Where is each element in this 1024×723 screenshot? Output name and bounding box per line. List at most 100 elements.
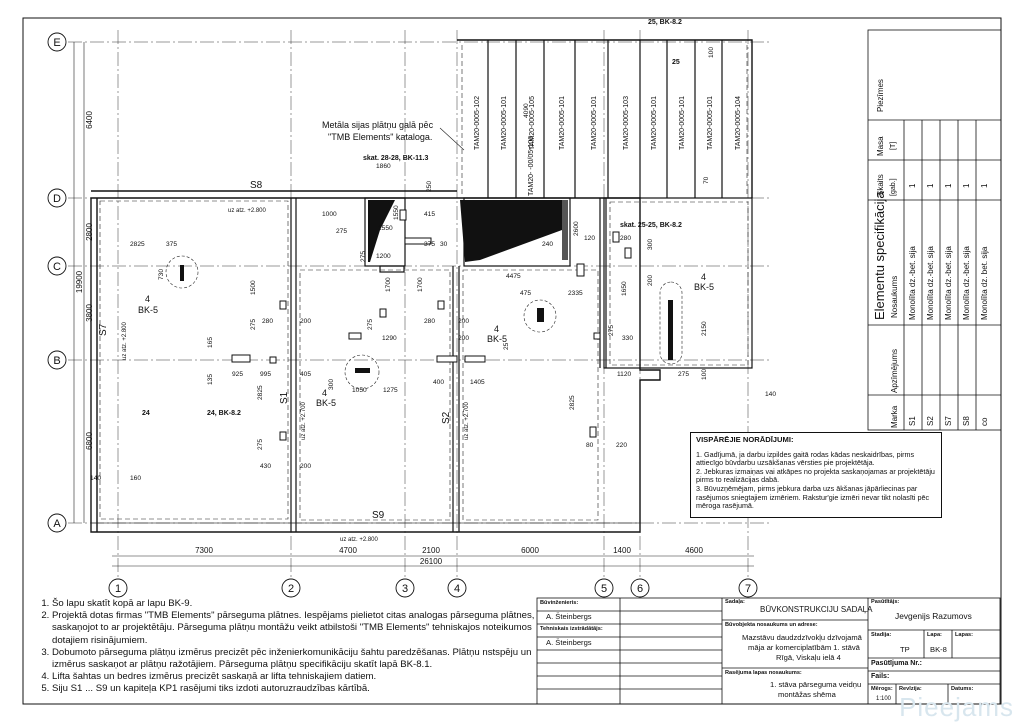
fails-label: Fails: — [871, 673, 890, 680]
beam-code: TAM20-0005-103 — [623, 96, 630, 150]
note-item: Dobumoto pārseguma plātņu izmērus preciz… — [52, 647, 536, 671]
dim-label: 160 — [130, 475, 141, 482]
objekts-line: Rīgā, Viskaļu ielā 4 — [776, 653, 841, 662]
callout-num: 4 — [701, 272, 706, 282]
buvinz-label: Būvinženieris: — [540, 600, 579, 606]
bottom-dimensions: 7300 4700 2100 6000 1400 4600 26100 — [112, 546, 754, 567]
lapa-label: Lapa: — [927, 632, 942, 638]
grid-number: 5 — [601, 583, 607, 595]
callout-sheet: BK-5 — [138, 305, 158, 315]
spec-row-marka: S7 — [944, 416, 953, 426]
level-mark: uz atz. +2.800 — [122, 321, 128, 360]
dim-label: 280 — [620, 235, 631, 242]
dim-label: 1400 — [613, 546, 631, 555]
revizija-label: Revīzija: — [899, 686, 922, 692]
total-height-label: 19900 — [75, 270, 84, 293]
dim-label: 1700 — [417, 277, 424, 292]
slab-label: S8 — [250, 180, 263, 191]
dim-label: 200 — [300, 318, 311, 325]
buvinz-name: A. Šteinbergs — [546, 612, 592, 621]
grid-letter: B — [53, 355, 60, 367]
sadala: BŪVKONSTRUKCIJU SADAĻA — [760, 605, 873, 614]
dim-label: 1550 — [378, 225, 393, 232]
callout-sheet: BK-5 — [487, 334, 507, 344]
dim-label: 400 — [433, 379, 444, 386]
spec-row-count: 1 — [980, 183, 989, 188]
grid-letter: D — [53, 193, 61, 205]
beam-code: TAM20-0005-104 — [735, 96, 742, 150]
small-openings — [231, 209, 632, 441]
general-note: 2. Jebkuras izmaiņas vai atkāpes no proj… — [696, 466, 935, 485]
datums-label: Datums: — [951, 686, 974, 692]
dim-label: 415 — [424, 211, 435, 218]
grid-letter-bubbles: E D C B A — [47, 32, 67, 533]
dim-label: 25 — [503, 342, 510, 350]
beam-code: TAM20-0005-101 — [651, 96, 658, 150]
beam-codes: TAM20-0005-102 TAM20-0005-101 TAM20-0005… — [474, 96, 742, 196]
spec-row-marka: S2 — [926, 416, 935, 426]
pasut-label: Pasūtītājs: — [871, 599, 900, 605]
dim-label: 4475 — [506, 273, 521, 280]
beam-code: TAM20-0005-101 — [679, 96, 686, 150]
grid-number: 6 — [637, 583, 643, 595]
spec-table-title: Elementu specifikācija — [872, 191, 887, 320]
dim-label: 275 — [678, 371, 689, 378]
dim-label: 275 — [608, 325, 615, 336]
dim-label: 1500 — [250, 280, 257, 295]
dim-label: 200 — [458, 335, 469, 342]
dim-label: 30 — [440, 241, 448, 248]
prefab-slab-area — [461, 40, 748, 198]
spec-row-name: Monolīta dz. bet. sija — [980, 246, 989, 320]
callout-circles — [165, 255, 683, 390]
dim-label: 70 — [703, 176, 710, 184]
metal-note-line: "TMB Elements" kataloga. — [328, 132, 432, 142]
note-item: Šo lapu skatīt kopā ar lapu BK-9. — [52, 598, 536, 610]
grid-number: 3 — [402, 583, 408, 595]
dim-label: 300 — [328, 379, 335, 390]
slab-label: S9 — [372, 510, 385, 521]
title-block-frame — [536, 597, 1001, 705]
stadija-label: Stadija: — [871, 632, 892, 638]
spec-header-nosaukums: Nosaukums — [890, 275, 899, 318]
beam-code: TAM20-0005-101 — [559, 96, 566, 150]
dim-label: 2800 — [85, 223, 94, 241]
spec-header-apz: Apzīmējums — [890, 348, 899, 393]
objekts-label: Būvobjekta nosaukums un adrese: — [725, 622, 818, 628]
spec-row-marka: S1 — [908, 416, 917, 426]
merogs-label: Mērogs: — [871, 686, 893, 692]
spec-row-marka: S8 — [962, 416, 971, 426]
dim-label: 220 — [616, 442, 627, 449]
beam-code: TAM20-0005-101 — [591, 96, 598, 150]
dim-label: 3800 — [85, 304, 94, 322]
callout-elements — [180, 265, 673, 373]
grid-number: 4 — [454, 583, 460, 595]
total-width-label: 26100 — [420, 557, 443, 566]
spec-row-name: Monolīta dz.-bet. sija — [944, 246, 953, 320]
grid-letter: E — [53, 37, 60, 49]
dim-label: 250 — [426, 181, 433, 192]
lapa-nos-line: 1. stāva pārseguma veidņu — [770, 680, 862, 689]
spec-row-count: 1 — [944, 183, 953, 188]
dim-label: 100 — [708, 47, 715, 58]
merogs: 1:100 — [876, 696, 892, 702]
lapa-nos-line: montāžas shēma — [778, 690, 836, 699]
spec-table-frame — [867, 29, 1002, 431]
level-mark: uz atz. +2.700 — [301, 401, 307, 440]
note-item: Siju S1 ... S9 un kapiteļa KP1 rasējumi … — [52, 683, 536, 695]
dim-label: 1860 — [376, 163, 391, 170]
slab-label: S2 — [441, 411, 452, 424]
spec-header-marka: Marka — [890, 405, 899, 428]
beam-code: TAM20- -00/05-106 — [528, 136, 535, 196]
dim-label: 375 — [166, 241, 177, 248]
spec-unit-masa: [T] — [890, 141, 897, 150]
beam-code: TAM20-0005-105 — [529, 96, 536, 150]
spec-row-name: Monolīta dz.-bet. sija — [962, 246, 971, 320]
dim-label: 275 — [367, 319, 374, 330]
grid-number: 7 — [745, 583, 751, 595]
tehn-name: A. Šteinbergs — [546, 638, 592, 647]
spec-row-count: 1 — [962, 183, 971, 188]
dim-label: 2335 — [568, 290, 583, 297]
spec-header-piezimes: Piezīmes — [876, 79, 885, 112]
level-mark: uz atz. +2.800 — [340, 537, 379, 543]
dim-label: 275 — [250, 319, 257, 330]
